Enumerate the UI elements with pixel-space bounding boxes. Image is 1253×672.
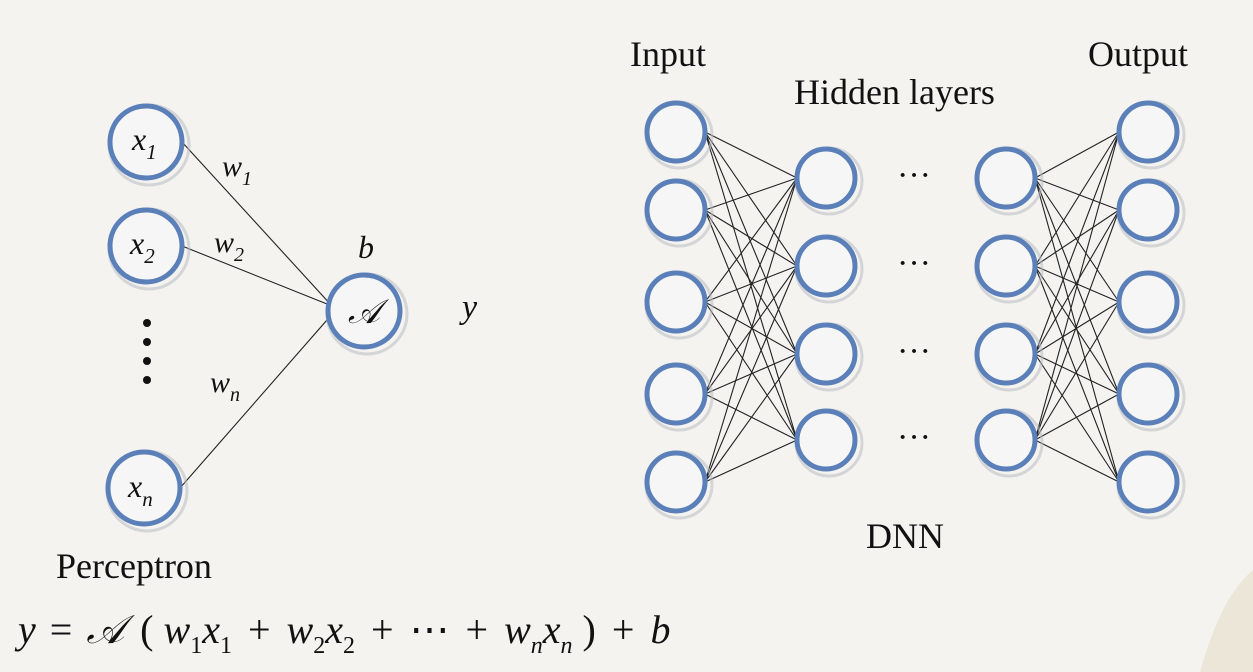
dnn-edge-l0n1-l1n1 [704, 209, 798, 267]
dnn-node-hidden2-4 [974, 408, 1044, 478]
dnn-node-input-1 [644, 100, 714, 170]
weight-wn-label: wn [210, 366, 240, 406]
dnn-edge-l0n4-l1n0 [704, 177, 798, 483]
dnn-edge-l2n0-l3n1 [1034, 177, 1120, 211]
vertical-ellipsis [143, 319, 151, 384]
input-node-xn: xn [105, 449, 189, 533]
weight-w1-label: w1 [222, 150, 252, 190]
dnn-node-output-1 [1116, 100, 1186, 170]
dnn-edge-l2n2-l3n3 [1034, 353, 1120, 395]
dnn-node-hidden2-3 [974, 322, 1044, 392]
input-x2-label: x2 [129, 225, 155, 268]
weight-w2-label: w2 [214, 226, 244, 266]
dnn-edge-l2n2-l3n2 [1034, 301, 1120, 355]
dnn-edge-l0n1-l1n3 [704, 209, 798, 441]
dnn-edge-l2n3-l3n2 [1034, 301, 1120, 441]
bias-label: b [358, 229, 374, 265]
dnn-edge-l2n1-l3n3 [1034, 265, 1120, 395]
dnn-edge-l0n3-l1n0 [704, 177, 798, 395]
input-node-x2: x2 [107, 207, 191, 291]
dnn-caption: DNN [866, 516, 944, 556]
perceptron-formula: y = 𝒜 ( w1x1 + w2x2 + ⋯ + wnxn ) + b [14, 607, 670, 662]
dnn-node-hidden2-2 [974, 234, 1044, 304]
input-x1-label: x1 [131, 121, 157, 164]
dnn-edge-l2n1-l3n1 [1034, 209, 1120, 267]
dnn-diagram: ············ Input Hidden layers Output … [630, 34, 1188, 556]
dnn-edge-l0n0-l1n1 [704, 131, 798, 267]
dnn-nodes [644, 100, 1186, 520]
dnn-edge-l0n3-l1n3 [704, 393, 798, 441]
dnn-edge-l0n4-l1n1 [704, 265, 798, 483]
dnn-node-output-2 [1116, 178, 1186, 248]
dnn-edge-l2n0-l3n0 [1034, 131, 1120, 179]
dnn-node-hidden1-1 [794, 146, 864, 216]
activation-node: 𝒜 [325, 272, 409, 356]
dnn-edge-l0n2-l1n3 [704, 301, 798, 441]
dnn-edge-l2n0-l3n2 [1034, 177, 1120, 303]
dnn-edge-l2n3-l3n0 [1034, 131, 1120, 441]
dnn-node-output-3 [1116, 270, 1186, 340]
dnn-edge-l0n4-l1n2 [704, 353, 798, 483]
input-xn-label: xn [127, 468, 153, 511]
dnn-edge-l2n2-l3n0 [1034, 131, 1120, 355]
dnn-node-output-4 [1116, 362, 1186, 432]
dnn-hidden-layers-label: Hidden layers [794, 72, 995, 112]
perceptron-diagram: w1 w2 wn x1 x2 xn 𝒜 [14, 103, 670, 662]
dnn-output-label: Output [1088, 34, 1188, 74]
input-node-x1: x1 [107, 103, 191, 187]
dnn-edge-l0n1-l1n2 [704, 209, 798, 355]
dnn-edges [704, 131, 1120, 483]
dnn-ellipses: ··· ··· ··· ··· [897, 157, 931, 456]
dnn-node-hidden1-3 [794, 322, 864, 392]
dnn-edge-l2n3-l3n1 [1034, 209, 1120, 441]
dnn-edge-l0n4-l1n3 [704, 439, 798, 483]
edge-x1-to-activation [181, 141, 333, 307]
dnn-node-input-3 [644, 270, 714, 340]
dnn-node-hidden1-4 [794, 408, 864, 478]
dnn-node-input-4 [644, 362, 714, 432]
dnn-edge-l0n2-l1n1 [704, 265, 798, 303]
dnn-edge-l0n0-l1n0 [704, 131, 798, 179]
dnn-edge-l2n1-l3n0 [1034, 131, 1120, 267]
perceptron-caption: Perceptron [56, 546, 212, 586]
dnn-ellipsis-1: ··· [897, 157, 931, 194]
dnn-node-input-5 [644, 450, 714, 520]
edge-x2-to-activation [181, 245, 333, 307]
dnn-ellipsis-3: ··· [897, 333, 931, 370]
dnn-node-output-5 [1116, 450, 1186, 520]
corner-decoration [1200, 570, 1253, 672]
dnn-edge-l0n0-l1n2 [704, 131, 798, 355]
dnn-edge-l2n2-l3n1 [1034, 209, 1120, 355]
dnn-edge-l2n2-l3n4 [1034, 353, 1120, 483]
dnn-edge-l2n3-l3n3 [1034, 393, 1120, 441]
dnn-edge-l2n3-l3n4 [1034, 439, 1120, 483]
edge-xn-to-activation [179, 311, 335, 489]
dnn-node-hidden1-2 [794, 234, 864, 304]
output-y-label: y [459, 289, 478, 326]
dnn-ellipsis-4: ··· [897, 419, 931, 456]
dnn-edge-l0n2-l1n2 [704, 301, 798, 355]
dnn-edge-l0n2-l1n0 [704, 177, 798, 303]
dnn-ellipsis-2: ··· [897, 245, 931, 282]
dnn-node-hidden2-1 [974, 146, 1044, 216]
dnn-edge-l0n1-l1n0 [704, 177, 798, 211]
dnn-input-label: Input [630, 34, 706, 74]
perceptron-edges [179, 141, 335, 489]
dnn-node-input-2 [644, 178, 714, 248]
